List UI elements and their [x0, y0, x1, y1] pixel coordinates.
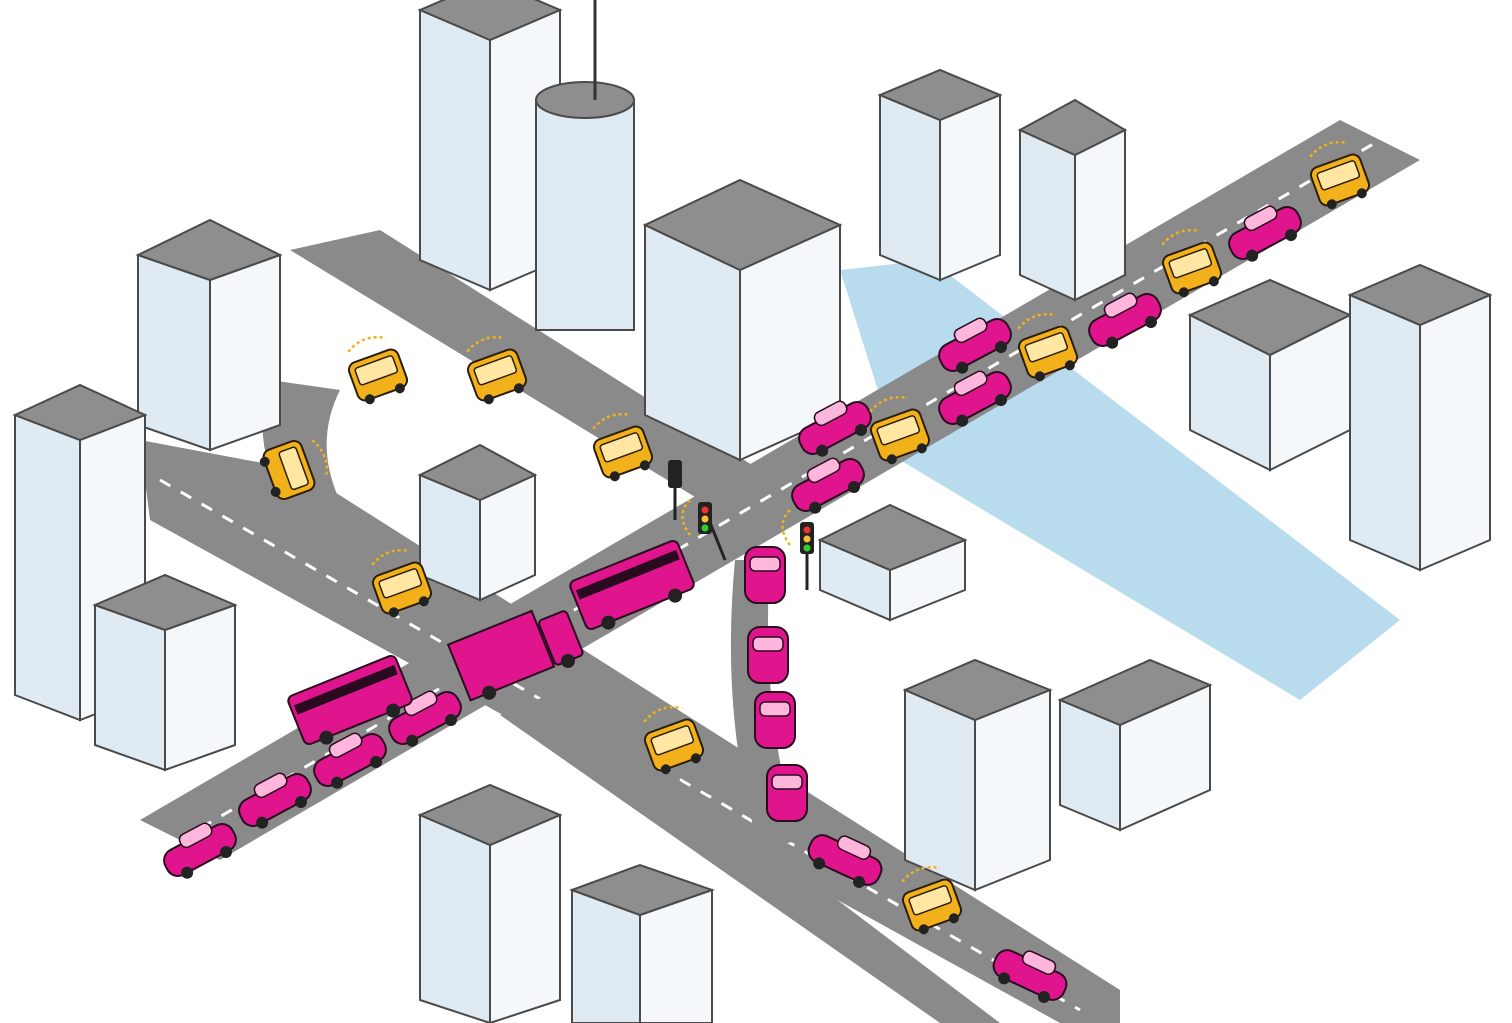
- car-icon: [807, 834, 883, 888]
- traffic-light-icon: [668, 460, 682, 520]
- building-icon: [902, 658, 1213, 892]
- lower-road: [500, 690, 1000, 1023]
- autonomous-shuttle-icon: [1161, 229, 1223, 298]
- car-icon: [163, 822, 237, 879]
- signal-wave-icon: [1309, 141, 1349, 158]
- car-icon: [1228, 205, 1302, 262]
- car-icon: [938, 370, 1012, 427]
- autonomous-shuttle-icon: [347, 336, 409, 405]
- building-icon: [1187, 278, 1353, 472]
- car-icon: [754, 691, 796, 749]
- vehicles: [163, 141, 1371, 1003]
- traffic-light-icon: [698, 502, 727, 561]
- signal-wave-icon: [643, 706, 683, 723]
- autonomous-shuttle-icon: [1309, 141, 1371, 210]
- car-icon: [388, 690, 462, 747]
- signal-wave-icon: [311, 439, 328, 479]
- car-icon: [798, 400, 872, 457]
- signal-wave-icon: [681, 499, 692, 536]
- autonomous-shuttle-icon: [259, 439, 328, 501]
- signal-wave-icon: [347, 336, 387, 353]
- autonomous-shuttle-icon: [1017, 313, 1079, 382]
- building-icon: [535, 0, 635, 331]
- traffic-lights: [668, 460, 814, 590]
- autonomous-shuttle-icon: [901, 866, 963, 935]
- building-icon: [817, 503, 968, 622]
- car-icon: [992, 949, 1068, 1003]
- bus-icon: [569, 539, 695, 631]
- car-icon: [766, 764, 808, 822]
- buildings: [12, 0, 1493, 1023]
- signal-wave-icon: [1017, 313, 1057, 330]
- autonomous-shuttle-icon: [643, 706, 705, 775]
- building-icon: [417, 443, 538, 602]
- signal-wave-icon: [869, 396, 909, 413]
- signal-wave-icon: [466, 336, 506, 353]
- traffic-light-icon: [800, 522, 814, 590]
- car-icon: [1088, 292, 1162, 349]
- building-icon: [417, 783, 716, 1023]
- building-icon: [135, 218, 283, 452]
- car-icon: [744, 546, 786, 604]
- truck-icon: [446, 609, 584, 702]
- autonomous-shuttle-icon: [466, 336, 528, 405]
- signal-wave-icon: [1161, 229, 1201, 246]
- autonomous-shuttle-icon: [869, 396, 931, 465]
- building-icon: [642, 178, 843, 462]
- building-icon: [1347, 263, 1493, 572]
- signal-wave-icon: [901, 866, 941, 883]
- signal-wave-icon: [371, 549, 411, 566]
- car-icon: [313, 732, 387, 789]
- building-icon: [92, 573, 238, 772]
- bus-icon: [287, 654, 413, 746]
- curved-road: [262, 380, 380, 560]
- car-icon: [791, 457, 865, 514]
- car-icon: [747, 626, 789, 684]
- car-icon: [238, 772, 312, 829]
- autonomous-shuttle-icon: [592, 413, 654, 482]
- autonomous-shuttle-icon: [371, 549, 433, 618]
- signal-wave-icon: [592, 413, 632, 430]
- car-icon: [938, 317, 1012, 374]
- building-icon: [877, 68, 1128, 302]
- signal-wave-icon: [781, 509, 792, 546]
